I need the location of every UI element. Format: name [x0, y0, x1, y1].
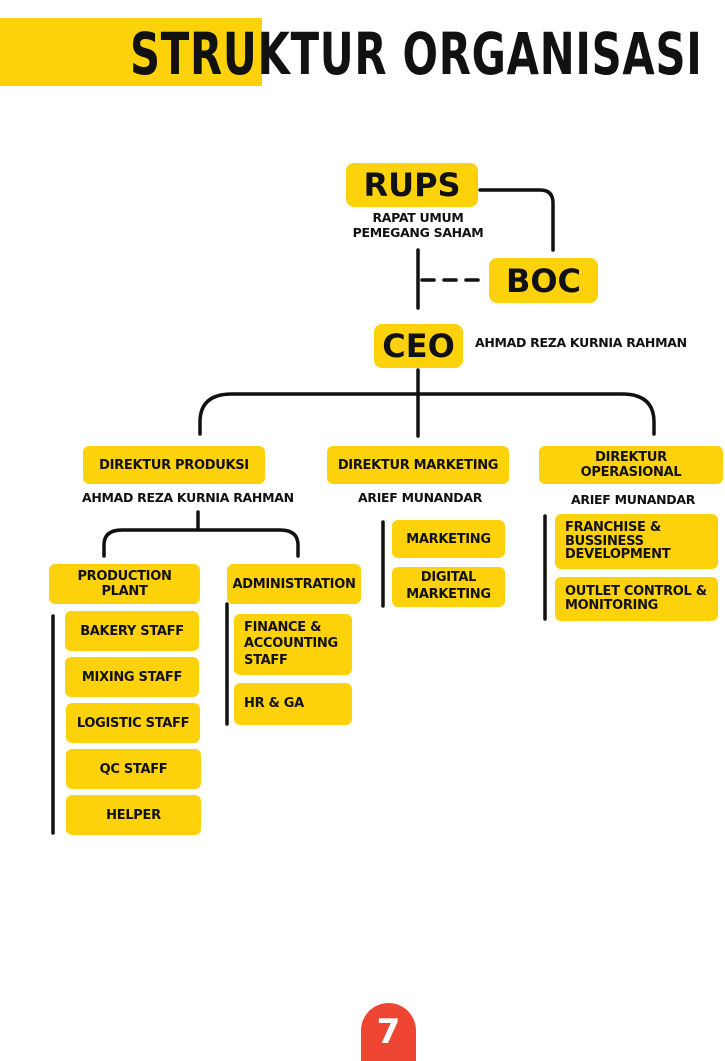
- staff-bakery: BAKERY STAFF: [65, 611, 199, 651]
- unit-outlet-control: OUTLET CONTROL & MONITORING: [555, 577, 718, 621]
- staff-helper: HELPER: [66, 795, 201, 835]
- director-produksi-box: DIREKTUR PRODUKSI: [83, 446, 265, 484]
- unit-franchise-development: FRANCHISE & BUSSINESS DEVELOPMENT: [555, 514, 718, 569]
- staff-hr-ga: HR & GA: [234, 683, 352, 725]
- administration-box: ADMINISTRATION: [227, 564, 361, 604]
- staff-mixing: MIXING STAFF: [65, 657, 199, 697]
- boc-box: BOC: [489, 258, 598, 303]
- unit-marketing: MARKETING: [392, 520, 505, 558]
- unit-digital-marketing: DIGITAL MARKETING: [392, 567, 505, 607]
- rups-caption: RAPAT UMUM PEMEGANG SAHAM: [338, 210, 498, 240]
- director-produksi-name: AHMAD REZA KURNIA RAHMAN: [82, 490, 294, 505]
- staff-finance-accounting: FINANCE & ACCOUNTING STAFF: [234, 614, 352, 675]
- director-operasional-box: DIREKTUR OPERASIONAL: [539, 446, 723, 484]
- director-operasional-name: ARIEF MUNANDAR: [571, 492, 696, 507]
- page-number-badge: 7: [361, 1003, 416, 1061]
- staff-qc: QC STAFF: [66, 749, 201, 789]
- ceo-name: AHMAD REZA KURNIA RAHMAN: [475, 335, 687, 350]
- rups-caption-line1: RAPAT UMUM: [372, 210, 464, 225]
- rups-box: RUPS: [346, 163, 478, 207]
- director-marketing-name: ARIEF MUNANDAR: [358, 490, 483, 505]
- staff-logistic: LOGISTIC STAFF: [66, 703, 200, 743]
- rups-caption-line2: PEMEGANG SAHAM: [352, 225, 484, 240]
- page-title: STRUKTUR ORGANISASI: [130, 20, 703, 88]
- ceo-box: CEO: [374, 324, 463, 368]
- director-marketing-box: DIREKTUR MARKETING: [327, 446, 509, 484]
- production-plant-box: PRODUCTION PLANT: [49, 564, 200, 604]
- title-accent-bar: [0, 18, 262, 86]
